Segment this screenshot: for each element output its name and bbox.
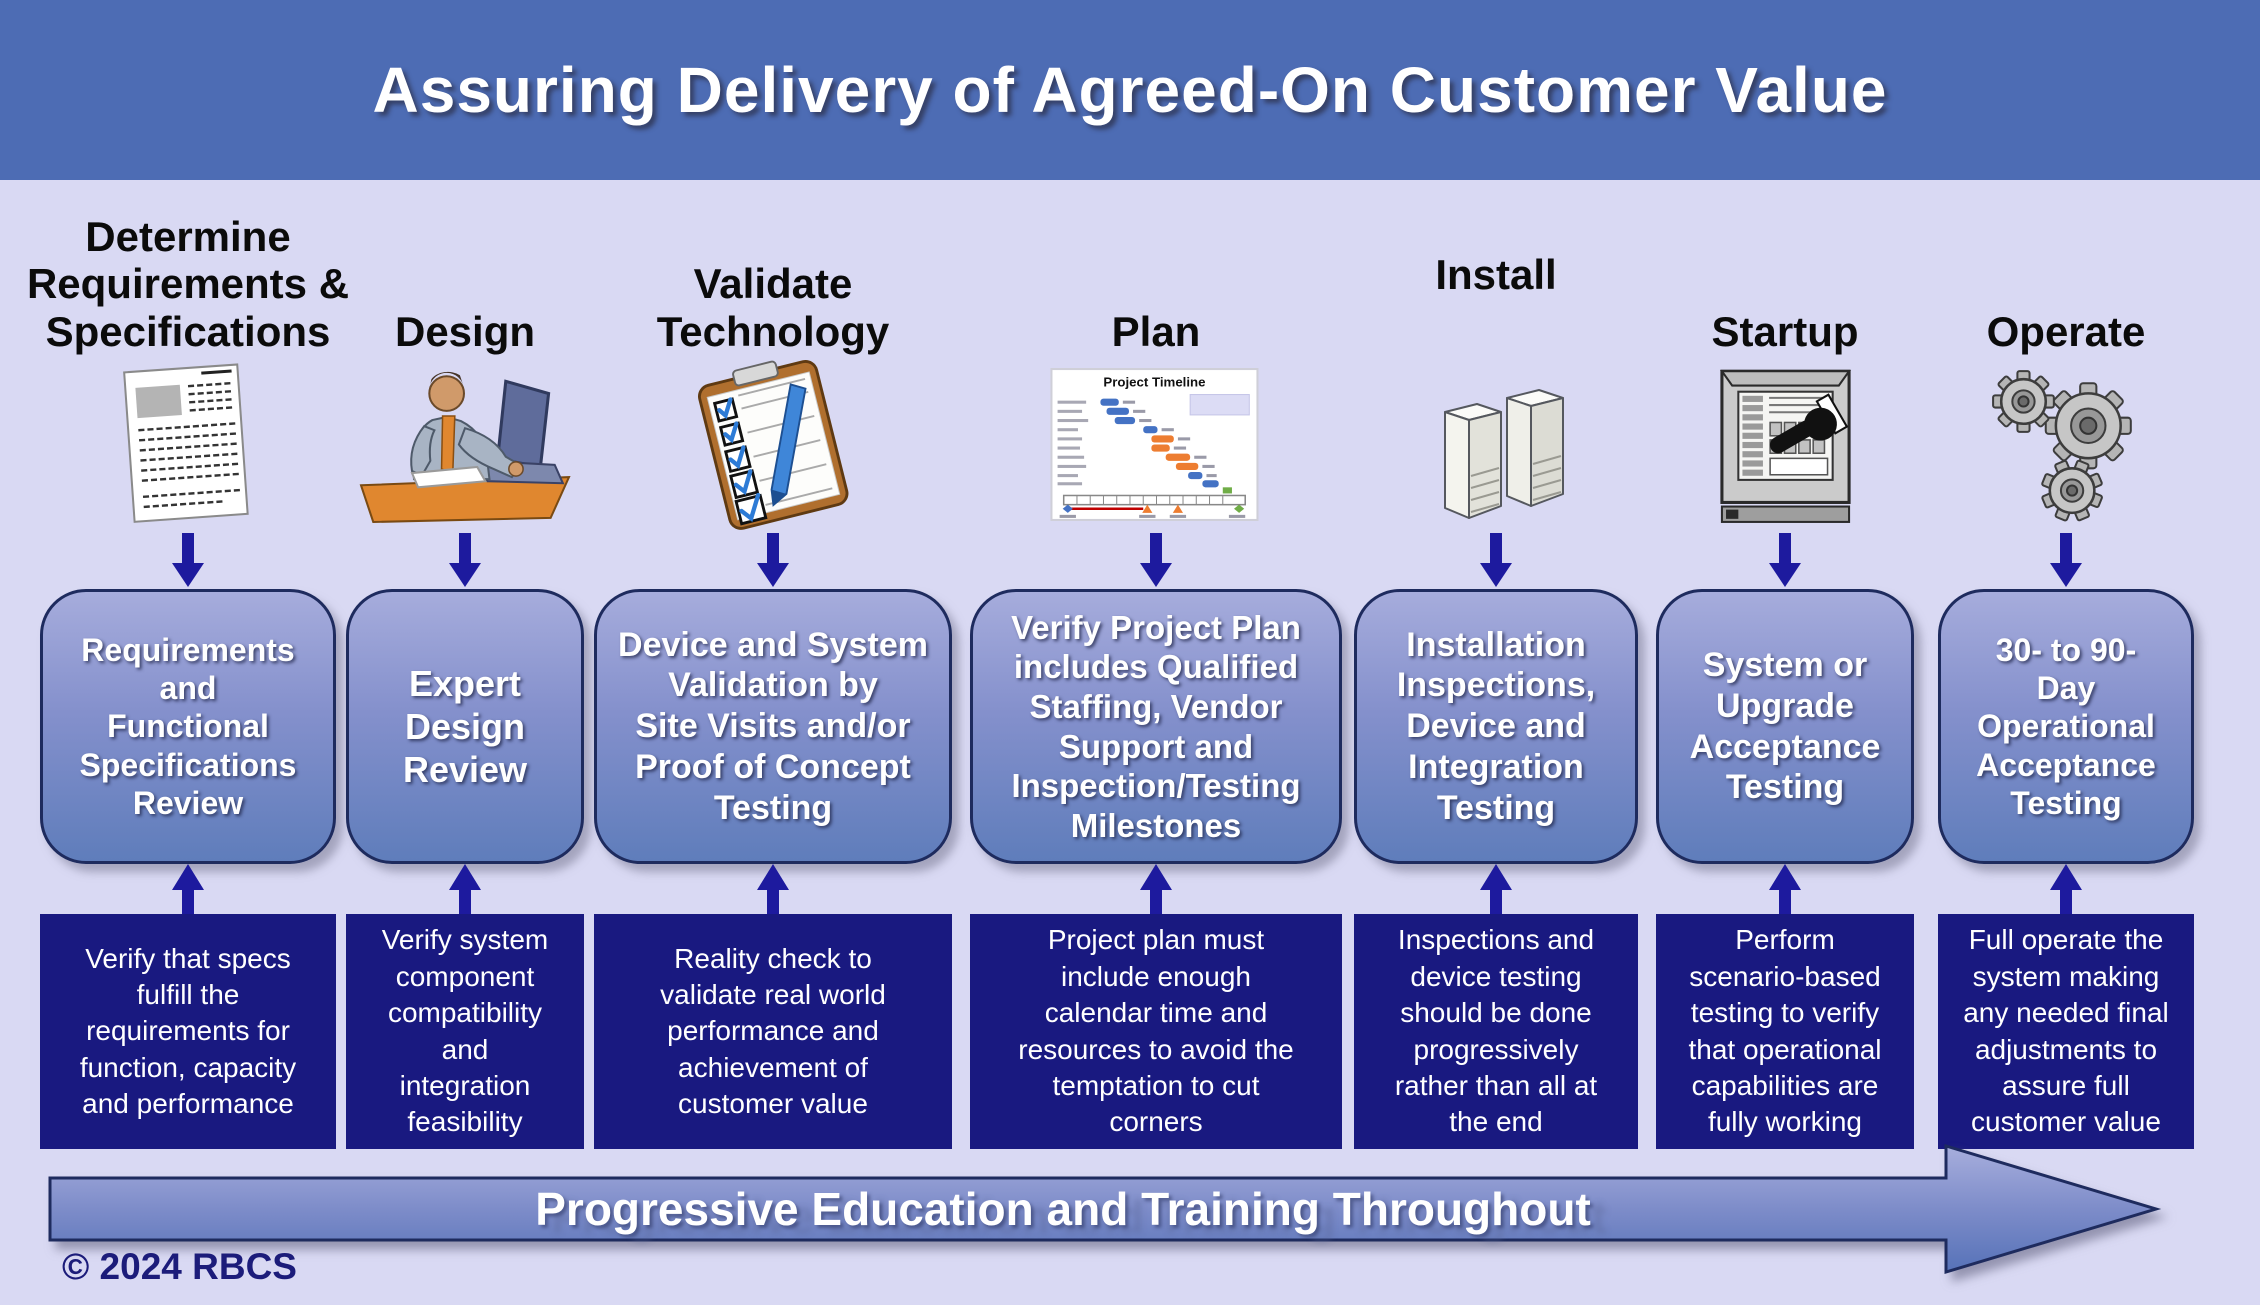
note-box-install: Inspections and device testing should be… [1354, 914, 1638, 1149]
column-startup: Startup [1656, 195, 1914, 1149]
column-install: Install Installation In [1354, 195, 1638, 1149]
down-arrow [1474, 533, 1518, 589]
phase-box-requirements: Requirements and Functional Specificatio… [40, 589, 336, 864]
document-icon [113, 355, 263, 533]
banner-label: Progressive Education and Training Throu… [535, 1183, 1591, 1235]
up-arrow [166, 864, 210, 914]
down-arrow [443, 533, 487, 589]
column-operate: Operate [1938, 195, 2194, 1149]
gantt-title: Project Timeline [1103, 374, 1205, 389]
note-box-requirements: Verify that specs fulfill the requiremen… [40, 914, 336, 1149]
note-box-plan: Project plan must include enough calenda… [970, 914, 1342, 1149]
note-box-design: Verify system component compatibility an… [346, 914, 584, 1149]
column-plan: Plan Project Timeline [970, 195, 1342, 1149]
column-header-startup: Startup [1711, 307, 1859, 355]
up-arrow [2044, 864, 2088, 914]
note-box-operate: Full operate the system making any neede… [1938, 914, 2194, 1149]
up-arrow [1763, 864, 1807, 914]
server-boxes-icon [1411, 355, 1581, 533]
column-design: Design Expert Design Review Verify syste… [346, 195, 584, 1149]
note-box-startup: Perform scenario-based testing to verify… [1656, 914, 1914, 1149]
column-header-plan: Plan [1111, 307, 1201, 355]
phase-box-operate: 30- to 90- Day Operational Acceptance Te… [1938, 589, 2194, 864]
up-arrow [443, 864, 487, 914]
column-validate-technology: Validate Technology [594, 195, 952, 1149]
column-header-operate: Operate [1986, 307, 2146, 355]
phase-box-startup: System or Upgrade Acceptance Testing [1656, 589, 1914, 864]
column-header-install-wrap: Install [1309, 195, 1684, 355]
down-arrow [1134, 533, 1178, 589]
designer-at-computer-icon [351, 355, 579, 533]
clipboard-checklist-icon [687, 355, 859, 533]
up-arrow [1474, 864, 1518, 914]
phase-box-validate: Device and System Validation by Site Vis… [594, 589, 952, 864]
down-arrow [166, 533, 210, 589]
title-bar: Assuring Delivery of Agreed-On Customer … [0, 0, 2260, 180]
down-arrow [1763, 533, 1807, 589]
column-header-validate: Validate Technology [656, 260, 890, 355]
phase-box-plan: Verify Project Plan includes Qualified S… [970, 589, 1342, 864]
phase-box-install: Installation Inspections, Device and Int… [1354, 589, 1638, 864]
progressive-education-banner: Progressive Education and Training Throu… [38, 1140, 2208, 1290]
right-arrow-shape [48, 1143, 2162, 1275]
copyright-text: © 2024 RBCS [62, 1246, 297, 1287]
page-title: Assuring Delivery of Agreed-On Customer … [372, 54, 1888, 126]
note-box-validate: Reality check to validate real world per… [594, 914, 952, 1149]
column-header-requirements: Determine Requirements & Specifications [26, 212, 350, 355]
gears-icon [1985, 355, 2147, 533]
column-requirements: Determine Requirements & Specifications … [27, 195, 349, 1149]
column-header-install: Install [1435, 251, 1557, 299]
gantt-chart-icon: Project Timeline [1049, 355, 1264, 533]
monitor-pointer-icon [1703, 355, 1868, 533]
column-header-design: Design [394, 307, 536, 355]
down-arrow [2044, 533, 2088, 589]
up-arrow [751, 864, 795, 914]
down-arrow [751, 533, 795, 589]
up-arrow [1134, 864, 1178, 914]
phase-box-design: Expert Design Review [346, 589, 584, 864]
